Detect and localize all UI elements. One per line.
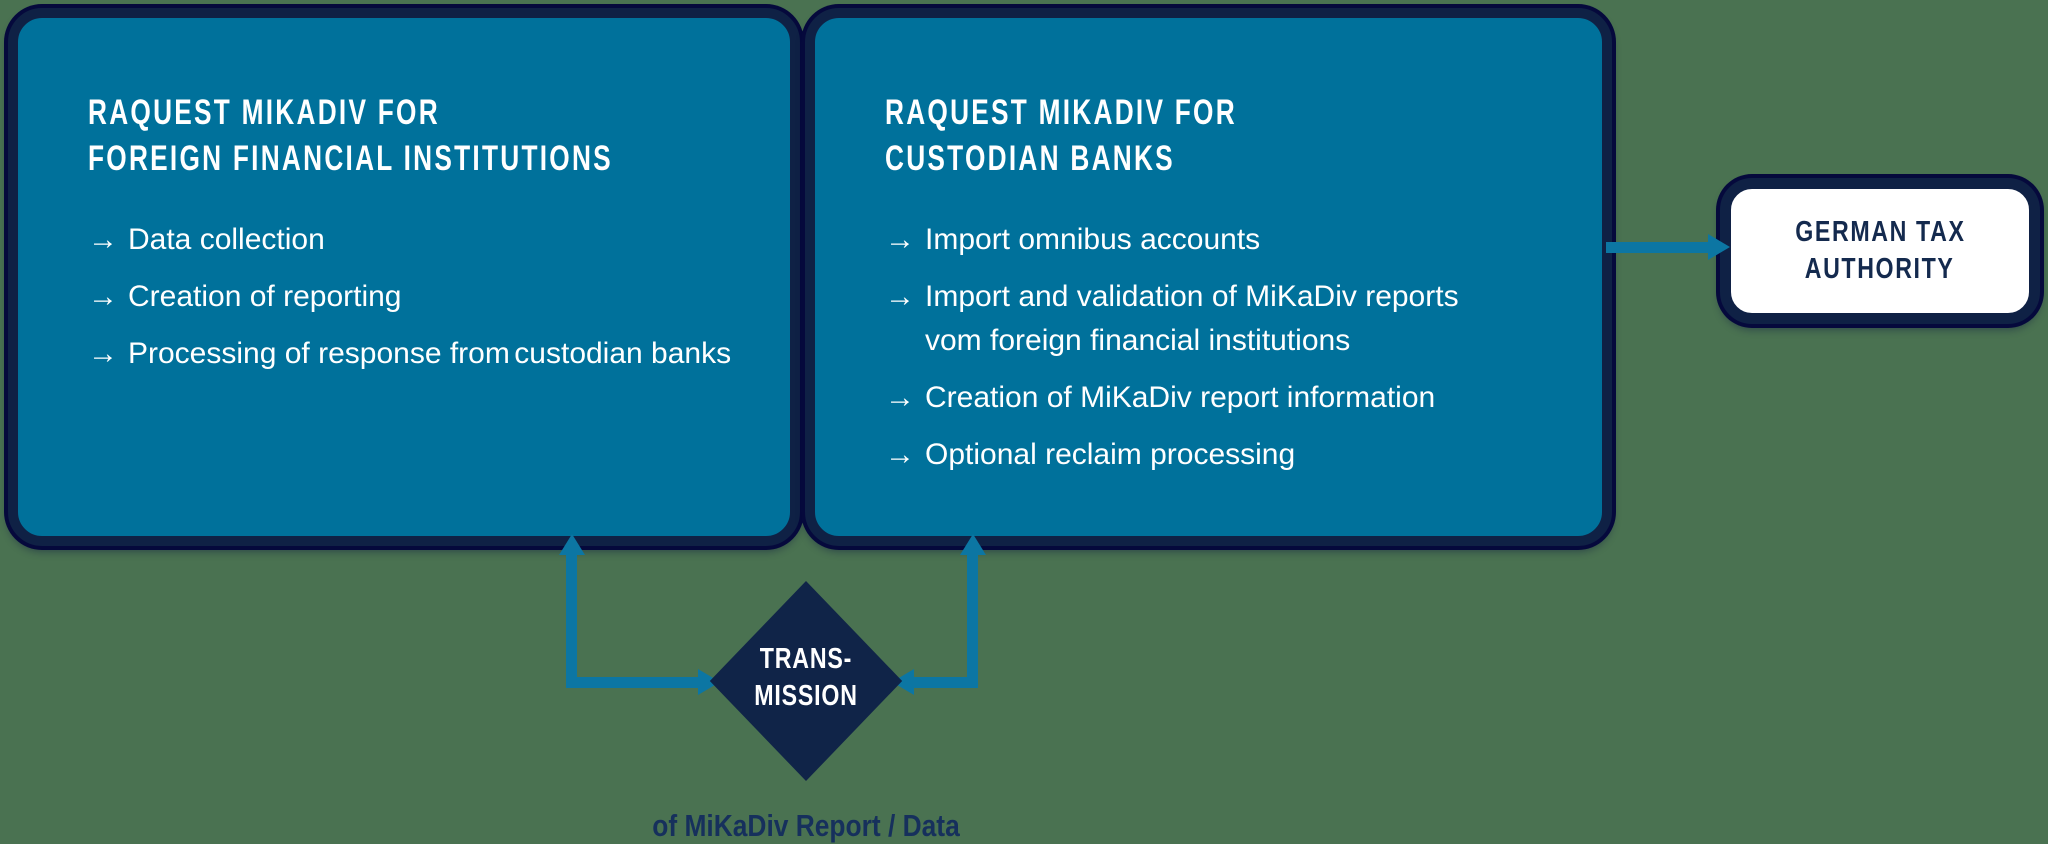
panel-custodian-banks: RAQUEST MIKADIV FOR CUSTODIAN BANKS → Im…	[805, 8, 1612, 546]
bullet-list: → Import omnibus accounts → Import and v…	[885, 218, 1562, 477]
right-arrowhead-icon	[1708, 234, 1730, 260]
tax-authority-line: GERMAN TAX	[1794, 216, 1966, 248]
bullet-item: → Processing of response from custodian …	[88, 332, 750, 376]
arrow-bullet-icon: →	[88, 223, 118, 256]
bullet-item: → Import and validation of MiKaDiv repor…	[885, 275, 1562, 363]
up-arrowhead-icon	[960, 534, 986, 555]
panel-foreign-financial-institutions: RAQUEST MIKADIV FOR FOREIGN FINANCIAL IN…	[8, 8, 800, 546]
panel-title-line: RAQUEST MIKADIV FOR	[88, 93, 440, 132]
bullet-text: Processing of response from custodian ba…	[128, 337, 732, 370]
arrow-bullet-icon: →	[885, 381, 915, 414]
caption: of MiKaDiv Report / Data	[652, 808, 960, 843]
bullet-text: Optional reclaim processing	[925, 438, 1296, 471]
panel-title-line: FOREIGN FINANCIAL INSTITUTIONS	[88, 139, 613, 178]
bullet-item: → Data collection	[88, 218, 750, 262]
bullet-text: Import and validation of MiKaDiv reports…	[925, 280, 1459, 357]
arrow-bullet-icon: →	[88, 280, 118, 313]
arrow-bullet-icon: →	[885, 280, 915, 313]
german-tax-authority-box: GERMAN TAX AUTHORITY	[1720, 178, 2040, 324]
transmission-label: TRANS- MISSION	[754, 643, 858, 712]
bullet-text: Creation of reporting	[128, 280, 402, 313]
connector-cb-vertical-line	[967, 546, 978, 682]
connector-tax-horizontal-line	[1606, 242, 1708, 253]
bullet-item: → Creation of reporting	[88, 275, 750, 319]
bullet-text: Creation of MiKaDiv report information	[925, 381, 1436, 414]
bullet-item: → Creation of MiKaDiv report information	[885, 376, 1562, 420]
panel-title-line: RAQUEST MIKADIV FOR	[885, 93, 1237, 132]
arrow-bullet-icon: →	[885, 438, 915, 471]
bullet-text: Import omnibus accounts	[925, 223, 1261, 256]
connector-cb-horizontal-line	[914, 677, 978, 688]
panel-title-line: CUSTODIAN BANKS	[885, 139, 1175, 178]
bullet-text: Data collection	[128, 223, 325, 256]
bullet-item: → Import omnibus accounts	[885, 218, 1562, 262]
connector-ffi-vertical-line	[566, 546, 577, 682]
arrow-bullet-icon: →	[885, 223, 915, 256]
panel-title: RAQUEST MIKADIV FOR FOREIGN FINANCIAL IN…	[88, 90, 613, 182]
connector-ffi-horizontal-line	[566, 677, 698, 688]
bullet-list: → Data collection → Creation of reportin…	[88, 218, 750, 376]
bullet-item: → Optional reclaim processing	[885, 433, 1562, 477]
tax-authority-line: AUTHORITY	[1805, 253, 1955, 285]
arrow-bullet-icon: →	[88, 337, 118, 370]
panel-title: RAQUEST MIKADIV FOR CUSTODIAN BANKS	[885, 90, 1393, 182]
up-arrowhead-icon	[559, 534, 585, 555]
